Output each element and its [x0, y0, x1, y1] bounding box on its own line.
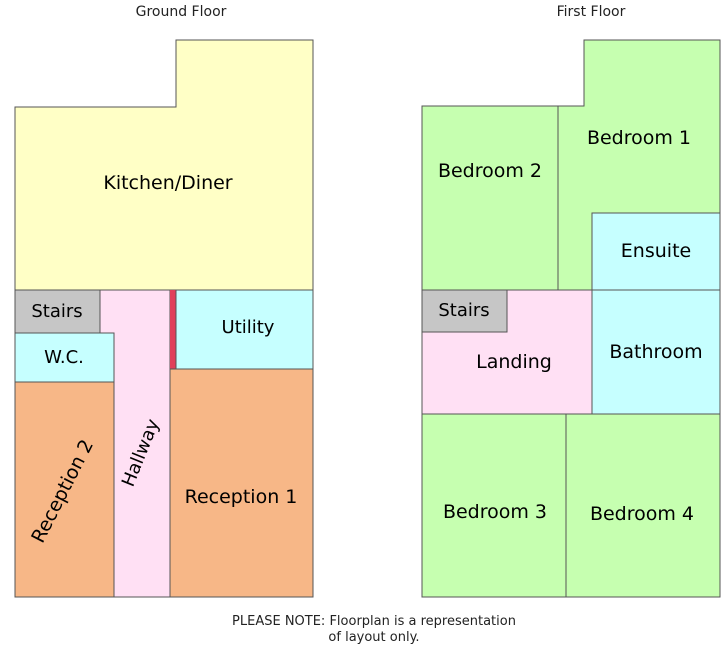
landing-label: Landing: [476, 351, 552, 373]
ground-stairs-room: [14, 289, 101, 334]
bedroom-4-room: [565, 413, 721, 598]
utility-room: [175, 289, 314, 370]
bedroom-3-room: [421, 413, 567, 598]
bedroom-1-label: Bedroom 1: [587, 127, 691, 149]
ground-stairs-label: Stairs: [31, 301, 82, 322]
kitchen-diner-label: Kitchen/Diner: [103, 172, 232, 194]
note-line-1: PLEASE NOTE: Floorplan is a representati…: [232, 614, 516, 629]
ensuite-room: [591, 212, 721, 291]
first-stairs-room: [421, 289, 508, 333]
ground-floor-title: Ground Floor: [136, 4, 227, 20]
disclaimer-note: PLEASE NOTE: Floorplan is a representati…: [232, 614, 516, 645]
bedroom-2-label: Bedroom 2: [438, 160, 542, 182]
wc-room: [14, 332, 115, 383]
wc-label: W.C.: [44, 347, 84, 368]
bathroom-label: Bathroom: [609, 341, 702, 363]
reception-1-label: Reception 1: [185, 486, 298, 508]
note-line-2: of layout only.: [328, 630, 419, 645]
ground-floor: Ground Floor Kitchen/Diner Stairs W.C. H…: [14, 4, 314, 598]
first-floor-title: First Floor: [557, 4, 626, 20]
door-marker: [170, 290, 176, 369]
first-stairs-label: Stairs: [438, 300, 489, 321]
utility-label: Utility: [222, 317, 275, 338]
ensuite-label: Ensuite: [621, 240, 691, 262]
first-floor: First Floor Bedroom 2 Bedroom 1 Ensuite …: [421, 4, 721, 598]
bedroom-4-label: Bedroom 4: [590, 503, 694, 525]
bedroom-2-room: [421, 105, 559, 291]
reception-2-room: [14, 381, 115, 598]
reception-1-room: [169, 368, 314, 598]
kitchen-diner-room: [14, 39, 314, 291]
bedroom-3-label: Bedroom 3: [443, 501, 547, 523]
bathroom-room: [591, 289, 721, 415]
